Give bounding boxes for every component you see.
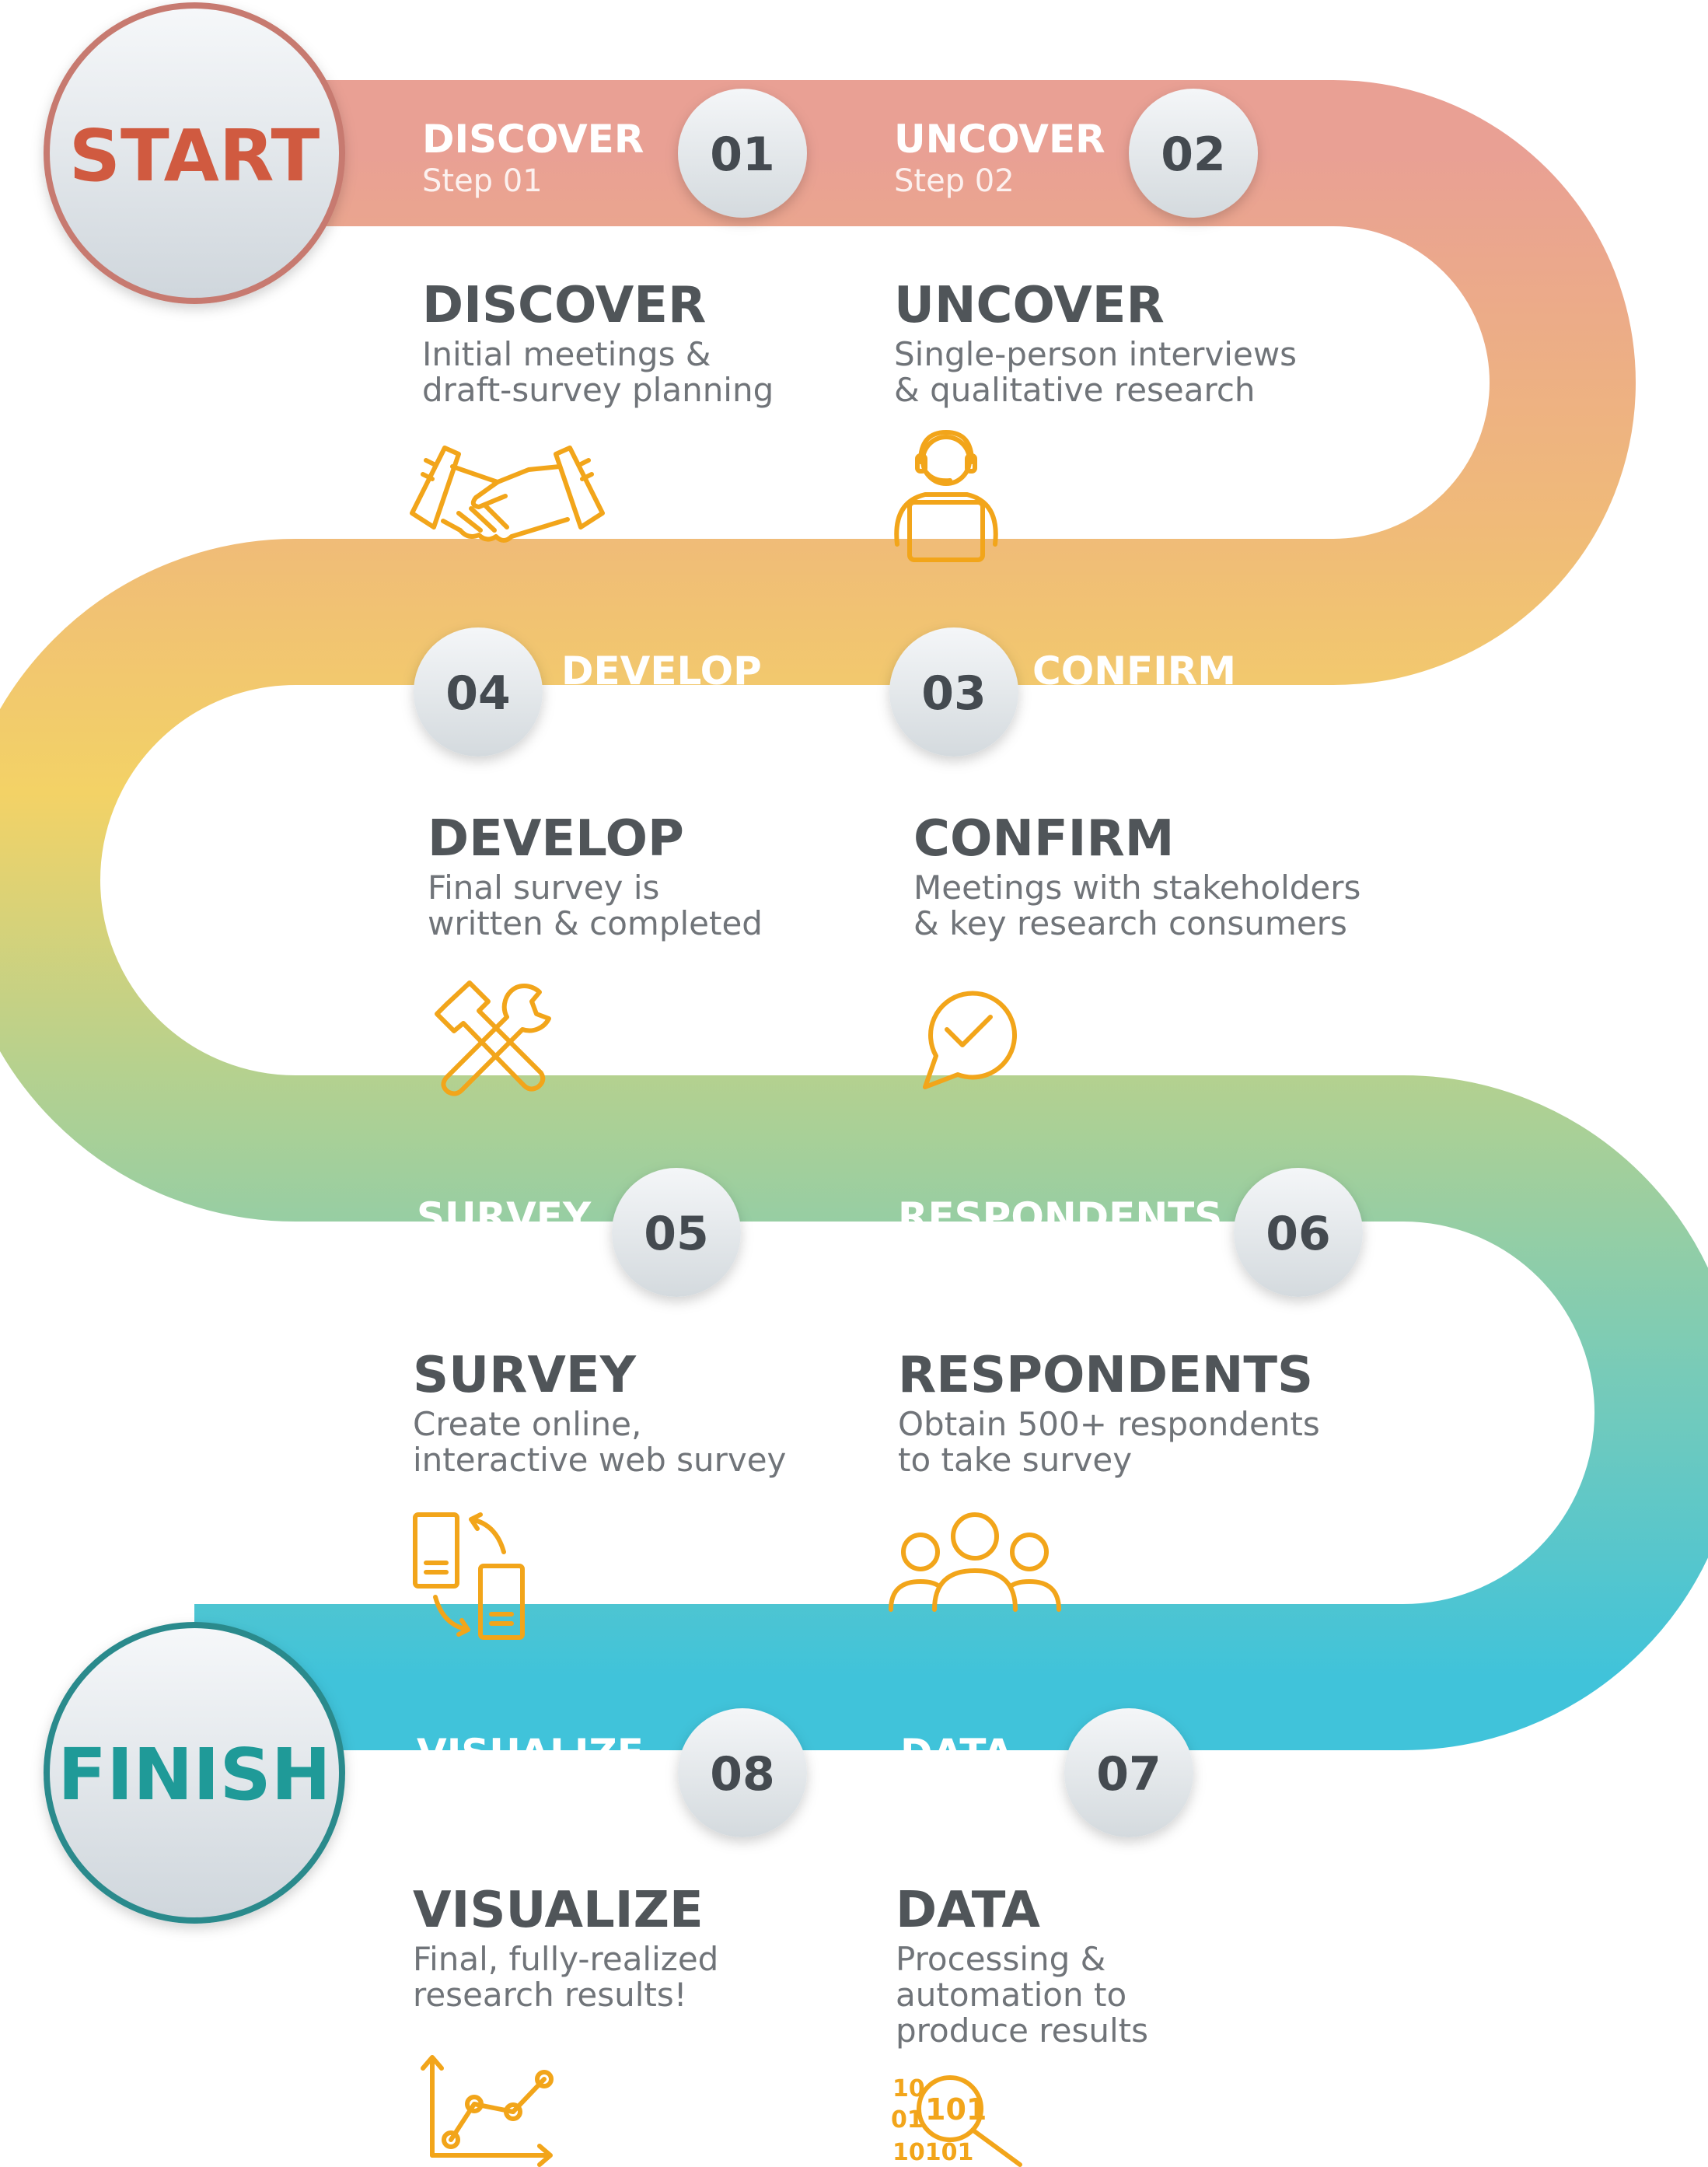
step-03-desc-line2: & key research consumers	[913, 904, 1347, 942]
step-07-band-label: DATA	[900, 1731, 1014, 1776]
step-06-number: 06	[1266, 1207, 1331, 1261]
step-01: DISCOVER Step 01 01 DISCOVER Initial mee…	[410, 89, 807, 543]
step-01-desc-line2: draft-survey planning	[422, 371, 774, 409]
step-03-number: 03	[921, 666, 987, 721]
step-03-band-label: CONFIRM	[1032, 648, 1236, 694]
step-07-number: 07	[1096, 1747, 1161, 1802]
devices-sync-icon	[413, 1512, 525, 1640]
step-08: VISUALIZE Step 08 08 VISUALIZE Final, fu…	[413, 1708, 807, 2167]
step-04-band-label: DEVELOP	[561, 648, 762, 694]
step-08-band-label: VISUALIZE	[417, 1731, 644, 1776]
step-02: UNCOVER Step 02 02 UNCOVER Single-person…	[894, 89, 1297, 562]
step-04-desc-line1: Final survey is	[428, 869, 659, 907]
step-02-band-sub: Step 02	[894, 163, 1015, 199]
step-04-number: 04	[445, 666, 511, 721]
step-07-desc-line1: Processing &	[896, 1940, 1105, 1978]
step-05-desc-line2: interactive web survey	[413, 1441, 786, 1479]
svg-text:101: 101	[925, 2092, 987, 2127]
step-07-band-sub: Step 07	[900, 1777, 1021, 1813]
step-05-band-sub: Step 05	[417, 1241, 537, 1277]
step-06-desc-line1: Obtain 500+ respondents	[898, 1405, 1320, 1443]
line-graph-icon	[421, 2055, 554, 2167]
svg-text:10101: 10101	[892, 2139, 973, 2166]
people-group-icon	[889, 1512, 1061, 1612]
step-02-band-label: UNCOVER	[894, 117, 1105, 162]
step-08-desc-line1: Final, fully-realized	[413, 1940, 718, 1978]
step-08-number: 08	[710, 1747, 775, 1802]
step-01-title: DISCOVER	[422, 277, 706, 334]
step-08-desc-line2: research results!	[413, 1976, 687, 2014]
step-06-band-sub: Step 06	[898, 1241, 1018, 1277]
chat-check-icon	[923, 991, 1018, 1089]
start-marker: START	[44, 2, 345, 304]
step-05-title: SURVEY	[413, 1347, 637, 1404]
step-02-title: UNCOVER	[894, 277, 1165, 334]
step-02-number: 02	[1161, 128, 1226, 182]
handshake-icon	[410, 446, 605, 543]
step-07: DATA Step 07 07 DATA Processing & automa…	[891, 1708, 1193, 2167]
step-02-desc-line2: & qualitative research	[894, 371, 1256, 409]
step-06-band-label: RESPONDENTS	[898, 1194, 1222, 1239]
step-06: RESPONDENTS Step 06 06 RESPONDENTS Obtai…	[889, 1168, 1363, 1612]
winding-road	[0, 79, 1708, 1750]
step-03-desc-line1: Meetings with stakeholders	[913, 869, 1360, 907]
step-05: SURVEY Step 05 05 SURVEY Create online, …	[413, 1168, 786, 1640]
step-01-number: 01	[710, 128, 775, 182]
step-03-title: CONFIRM	[913, 810, 1174, 868]
step-06-desc-line2: to take survey	[898, 1441, 1132, 1479]
step-01-band-sub: Step 01	[422, 163, 543, 199]
step-07-desc-line3: produce results	[896, 2011, 1148, 2050]
binary-search-icon: 10 01 101 10101	[891, 2075, 1022, 2167]
step-04-desc-line2: written & completed	[428, 904, 763, 942]
finish-label: FINISH	[58, 1733, 331, 1816]
tools-icon	[435, 980, 551, 1096]
step-07-title: DATA	[896, 1882, 1040, 1939]
step-03-band-sub: Step 03	[1032, 695, 1153, 731]
step-04-band-sub: Step 04	[561, 695, 682, 731]
step-07-desc-line2: automation to	[896, 1976, 1126, 2014]
step-02-desc-line1: Single-person interviews	[894, 335, 1297, 373]
step-03: 03 CONFIRM Step 03 CONFIRM Meetings with…	[889, 627, 1360, 1089]
step-05-band-label: SURVEY	[417, 1194, 592, 1239]
start-label: START	[69, 114, 320, 197]
interviewer-icon	[894, 430, 998, 562]
svg-text:10: 10	[892, 2075, 925, 2102]
step-01-desc-line1: Initial meetings &	[422, 335, 711, 373]
step-08-band-sub: Step 08	[417, 1777, 537, 1813]
step-06-title: RESPONDENTS	[898, 1347, 1313, 1404]
step-04-title: DEVELOP	[428, 810, 684, 868]
step-01-band-label: DISCOVER	[422, 117, 644, 162]
step-04: 04 DEVELOP Step 04 DEVELOP Final survey …	[414, 627, 763, 1096]
step-05-desc-line1: Create online,	[413, 1405, 641, 1443]
finish-marker: FINISH	[44, 1622, 345, 1924]
step-05-number: 05	[644, 1207, 709, 1261]
svg-text:01: 01	[891, 2106, 924, 2134]
step-08-title: VISUALIZE	[413, 1882, 704, 1939]
